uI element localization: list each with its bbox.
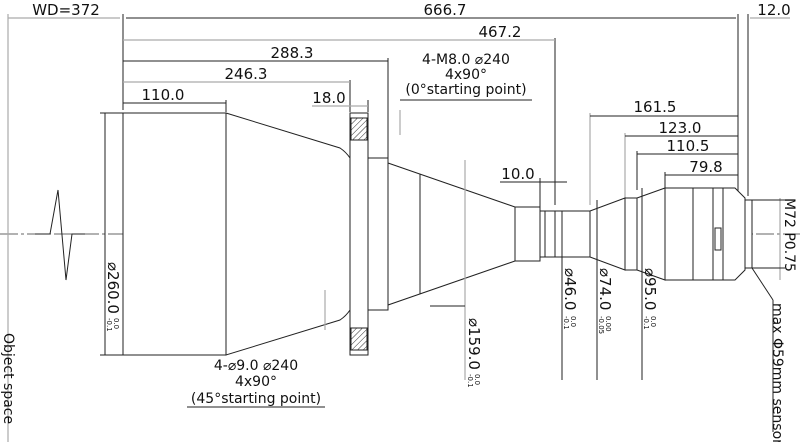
svg-text:⌀159.0: ⌀159.0 xyxy=(465,318,483,370)
diameter-95: ⌀95.0 0.0 -0.1 xyxy=(641,268,659,330)
bottom-hole-note-3: (45°starting point) xyxy=(191,391,321,407)
svg-text:⌀260.0: ⌀260.0 xyxy=(104,262,122,314)
bottom-hole-note-2: 4x90° xyxy=(235,374,277,390)
svg-text:⌀95.0: ⌀95.0 xyxy=(641,268,659,310)
svg-text:-0.1: -0.1 xyxy=(466,374,474,388)
svg-text:0.0: 0.0 xyxy=(569,316,577,327)
lens-body xyxy=(122,112,753,356)
svg-text:0.0: 0.0 xyxy=(473,374,481,385)
dim-18: 18.0 xyxy=(312,89,345,107)
dim-288: 288.3 xyxy=(271,44,314,62)
svg-text:⌀46.0: ⌀46.0 xyxy=(561,268,579,310)
top-hole-note-3: (0°starting point) xyxy=(405,82,526,98)
diameter-74: ⌀74.0 0.00 -0.05 xyxy=(596,268,614,334)
diameter-46: ⌀46.0 0.0 -0.1 xyxy=(561,268,579,330)
diameter-159: ⌀159.0 0.0 -0.1 xyxy=(465,318,483,388)
svg-text:-0.1: -0.1 xyxy=(562,316,570,330)
dim-161: 161.5 xyxy=(634,98,677,116)
dim-110: 110.0 xyxy=(142,86,185,104)
break-symbol xyxy=(35,189,85,281)
dim-467: 467.2 xyxy=(479,23,522,41)
dimension-lines xyxy=(8,17,790,408)
svg-text:⌀74.0: ⌀74.0 xyxy=(596,268,614,310)
top-hole-note-1: 4-M8.0 ⌀240 xyxy=(422,52,510,68)
dim-246: 246.3 xyxy=(225,65,268,83)
svg-text:-0.1: -0.1 xyxy=(642,316,650,330)
svg-text:0.00: 0.00 xyxy=(604,316,612,332)
wd-label: WD=372 xyxy=(32,1,100,19)
dim-110-5: 110.5 xyxy=(667,137,710,155)
back-length-label: 12.0 xyxy=(757,1,790,19)
thread-label: M72 P0.75 xyxy=(781,198,797,272)
svg-text:0.0: 0.0 xyxy=(649,316,657,327)
sensor-label: max Φ59mm sensor xyxy=(769,303,785,442)
svg-text:-0.05: -0.05 xyxy=(597,316,605,334)
dim-79: 79.8 xyxy=(689,158,722,176)
bottom-hole-note-1: 4-⌀9.0 ⌀240 xyxy=(214,358,298,374)
svg-text:0.0: 0.0 xyxy=(112,318,120,329)
object-space-label: Object space xyxy=(0,333,16,424)
total-length-label: 666.7 xyxy=(424,1,467,19)
diameter-lines xyxy=(100,110,785,380)
top-hole-note-2: 4x90° xyxy=(445,67,487,83)
svg-text:-0.1: -0.1 xyxy=(105,318,113,332)
diameter-260: ⌀260.0 0.0 -0.1 xyxy=(104,262,122,332)
dim-10: 10.0 xyxy=(501,165,534,183)
dim-123: 123.0 xyxy=(659,119,702,137)
